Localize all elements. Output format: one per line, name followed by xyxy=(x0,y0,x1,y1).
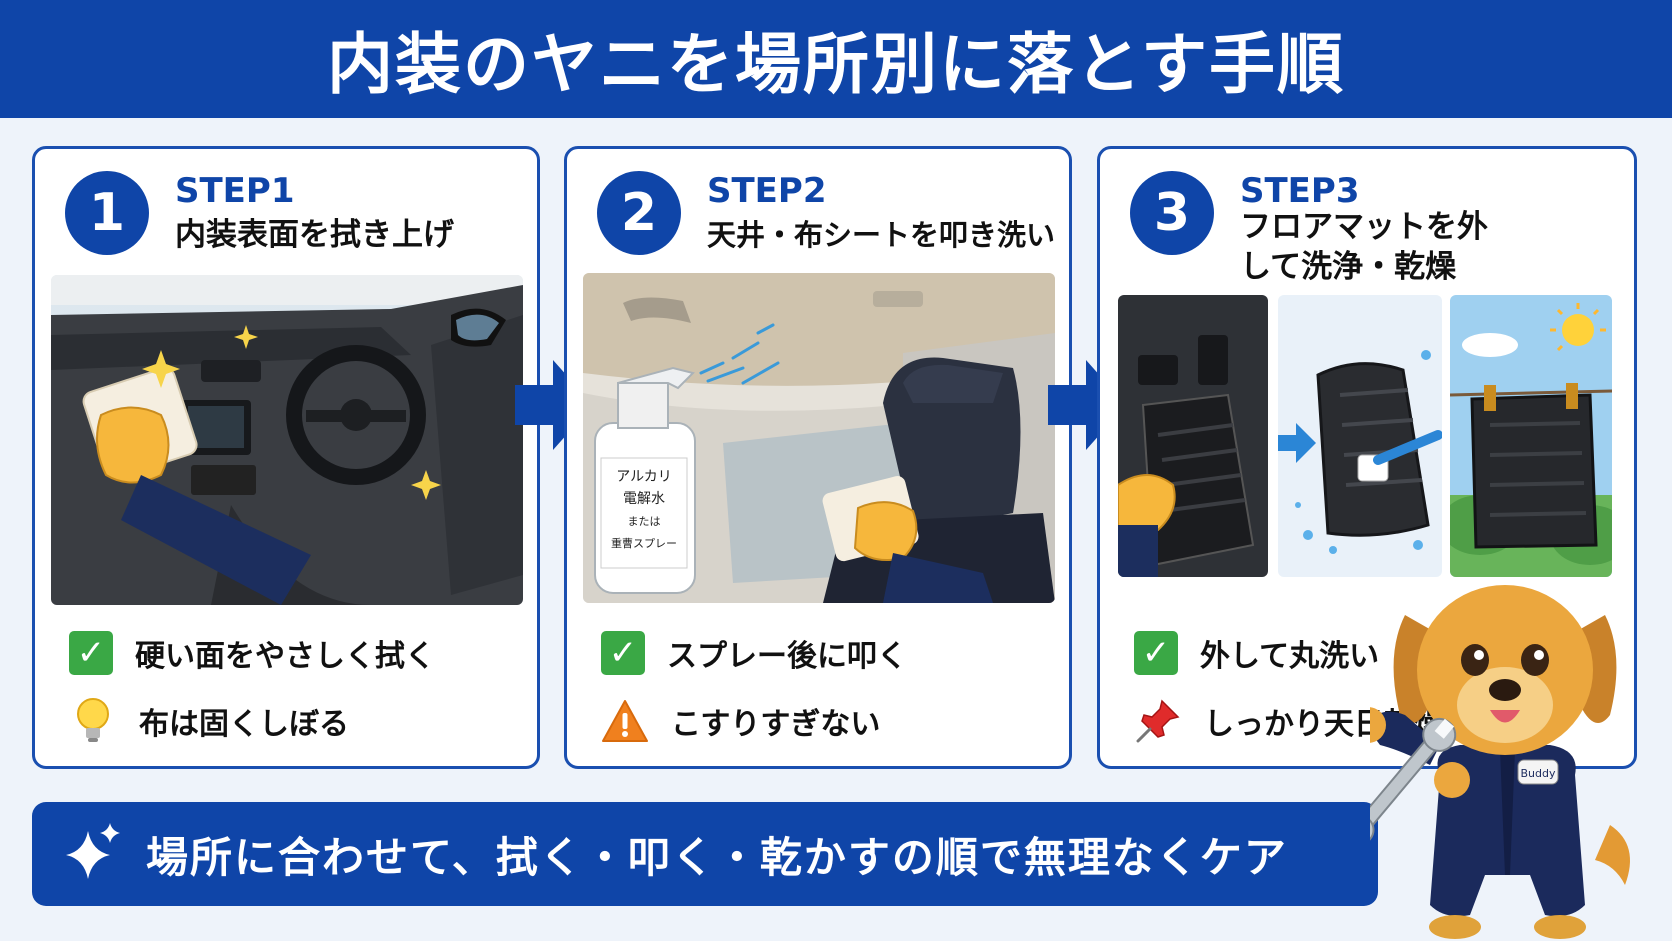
mascot-badge-text: Buddy xyxy=(1521,767,1556,780)
step-label: STEP1 xyxy=(175,171,295,211)
tips-list: ✓ 硬い面をやさしく拭く 布は固くしぼる xyxy=(69,619,435,755)
lightbulb-icon xyxy=(69,697,117,745)
tip-text: スプレー後に叩く xyxy=(667,639,907,674)
spray-label-line: または xyxy=(628,515,661,528)
tip-item: こすりすぎない xyxy=(601,687,907,755)
spray-label-line: 重曹スプレー xyxy=(611,536,677,550)
step-title: 天井・布シートを叩き洗い xyxy=(707,218,1056,252)
spray-label-line: アルカリ xyxy=(616,469,671,485)
step-card-1: 1 STEP1 内装表面を拭き上げ xyxy=(32,146,540,769)
page-title: 内装のヤニを場所別に落とす手順 xyxy=(326,26,1346,103)
warning-icon xyxy=(601,697,649,745)
floor-mat-removed-illustration xyxy=(1118,295,1268,577)
tip-item: ✓ 外して丸洗い xyxy=(1134,619,1444,687)
car-dashboard-illustration xyxy=(51,275,523,605)
pushpin-icon xyxy=(1134,697,1182,745)
mat-washing-illustration xyxy=(1278,295,1442,577)
mat-sun-drying-illustration xyxy=(1450,295,1612,577)
summary-text: 場所に合わせて、拭く・叩く・乾かすの順で無理なくケア xyxy=(146,832,1288,882)
step-number-badge: 2 xyxy=(597,171,681,255)
tip-text: 布は固くしぼる xyxy=(139,707,349,742)
tip-item: ✓ スプレー後に叩く xyxy=(601,619,907,687)
page-header: 内装のヤニを場所別に落とす手順 xyxy=(0,0,1672,118)
step-title: フロアマットを外して洗浄・乾燥 xyxy=(1240,209,1488,285)
next-arrow-icon xyxy=(1048,360,1126,454)
step-number-badge: 1 xyxy=(65,171,149,255)
step-label: STEP2 xyxy=(707,171,827,211)
car-seat-illustration: アルカリ 電解水 または 重曹スプレー xyxy=(583,273,1055,603)
summary-banner: 場所に合わせて、拭く・叩く・乾かすの順で無理なくケア xyxy=(32,802,1378,906)
check-icon: ✓ xyxy=(1134,631,1178,675)
step-title: 内装表面を拭き上げ xyxy=(175,217,454,253)
tip-text: こすりすぎない xyxy=(671,707,881,742)
check-icon: ✓ xyxy=(69,631,113,675)
tip-text: 硬い面をやさしく拭く xyxy=(135,639,435,674)
tip-item: ✓ 硬い面をやさしく拭く xyxy=(69,619,435,687)
sparkle-icon xyxy=(62,821,124,887)
tip-text: 外して丸洗い xyxy=(1200,639,1380,674)
check-icon: ✓ xyxy=(601,631,645,675)
tip-item: 布は固くしぼる xyxy=(69,687,435,755)
step-label: STEP3 xyxy=(1240,171,1360,211)
dog-mechanic-mascot: Buddy xyxy=(1344,575,1640,941)
tips-list: ✓ スプレー後に叩く こすりすぎない xyxy=(601,619,907,755)
step-number-badge: 3 xyxy=(1130,171,1214,255)
spray-label-line: 電解水 xyxy=(623,491,665,507)
step-card-2: 2 STEP2 天井・布シートを叩き洗い アルカリ 電解水 または 重曹スプレー xyxy=(564,146,1072,769)
next-arrow-icon xyxy=(515,360,593,454)
